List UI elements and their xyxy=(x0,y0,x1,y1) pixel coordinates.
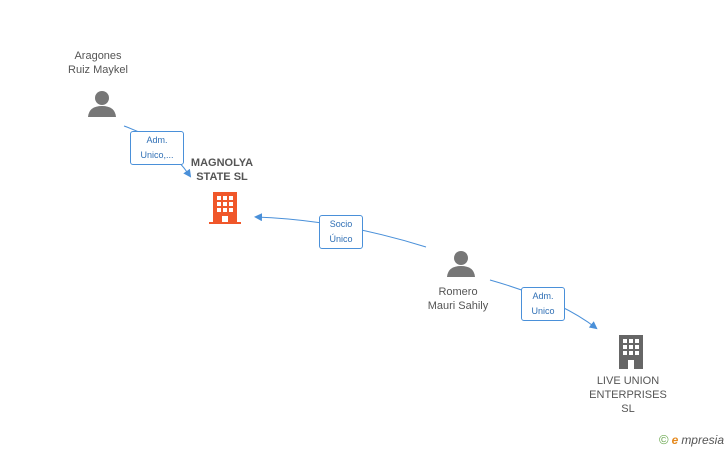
building-icon[interactable] xyxy=(209,191,241,225)
company-label-magnolya: MAGNOLYA STATE SL xyxy=(190,157,254,183)
edge-label-socio-unico: Socio Único xyxy=(319,215,363,249)
company-label-liveunion: LIVE UNION ENTERPRISES SL xyxy=(589,375,667,415)
edge-label-adm-unico-2: Adm. Unico xyxy=(521,287,565,321)
brand-logo-initial: e xyxy=(671,432,679,447)
building-icon[interactable] xyxy=(615,334,647,370)
person-icon[interactable] xyxy=(446,249,476,279)
brand-logo-text: mpresia xyxy=(681,432,724,447)
person-label-romero: Romero Mauri Sahily xyxy=(427,286,489,312)
edge-label-adm-unico: Adm. Unico,... xyxy=(130,131,184,165)
person-label-aragones: Aragones Ruiz Maykel xyxy=(68,50,128,76)
person-icon[interactable] xyxy=(87,89,117,119)
copyright-icon: © xyxy=(659,432,669,447)
